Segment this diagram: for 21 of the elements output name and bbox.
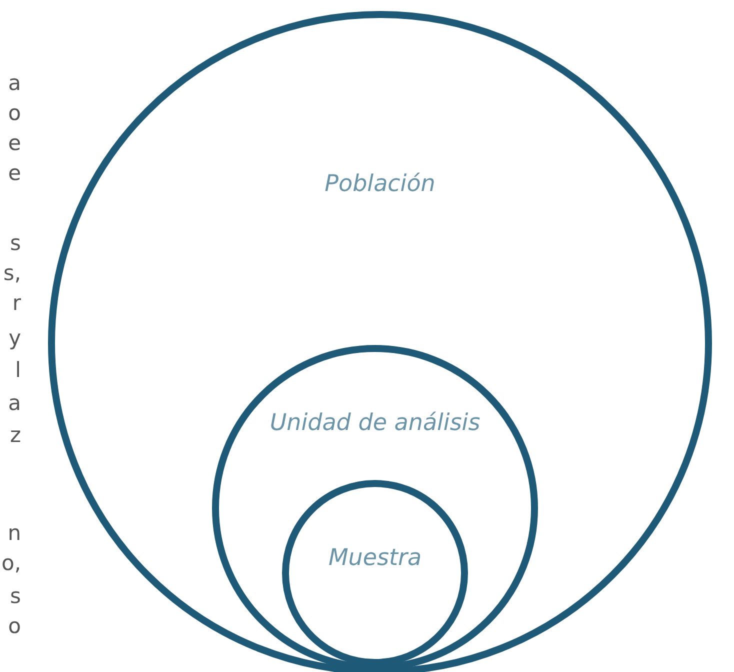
cropped-text-fragment: n (8, 521, 21, 545)
cropped-text-fragment: o (8, 614, 21, 638)
cropped-text-fragment: r (12, 291, 21, 315)
cropped-text-fragment: o (8, 101, 21, 125)
set-circle (282, 480, 468, 666)
cropped-text-fragment: o, (1, 551, 21, 575)
cropped-text-fragment: e (8, 131, 21, 155)
cropped-text-fragment: s (10, 231, 21, 255)
cropped-text-fragment: y (8, 326, 21, 350)
cropped-text-fragment: e (8, 161, 21, 185)
set-circle (212, 345, 538, 671)
cropped-text-fragment: a (8, 391, 21, 415)
cropped-text-fragment: s (10, 584, 21, 608)
set-circle (48, 11, 712, 672)
set-label: Unidad de análisis (270, 410, 480, 436)
cropped-text-fragment: l (15, 358, 21, 382)
cropped-text-fragment: z (10, 423, 21, 447)
set-label: Población (324, 171, 436, 197)
set-label: Muestra (328, 545, 422, 571)
cropped-text-fragment: s, (3, 261, 21, 285)
cropped-text-fragment: a (8, 71, 21, 95)
